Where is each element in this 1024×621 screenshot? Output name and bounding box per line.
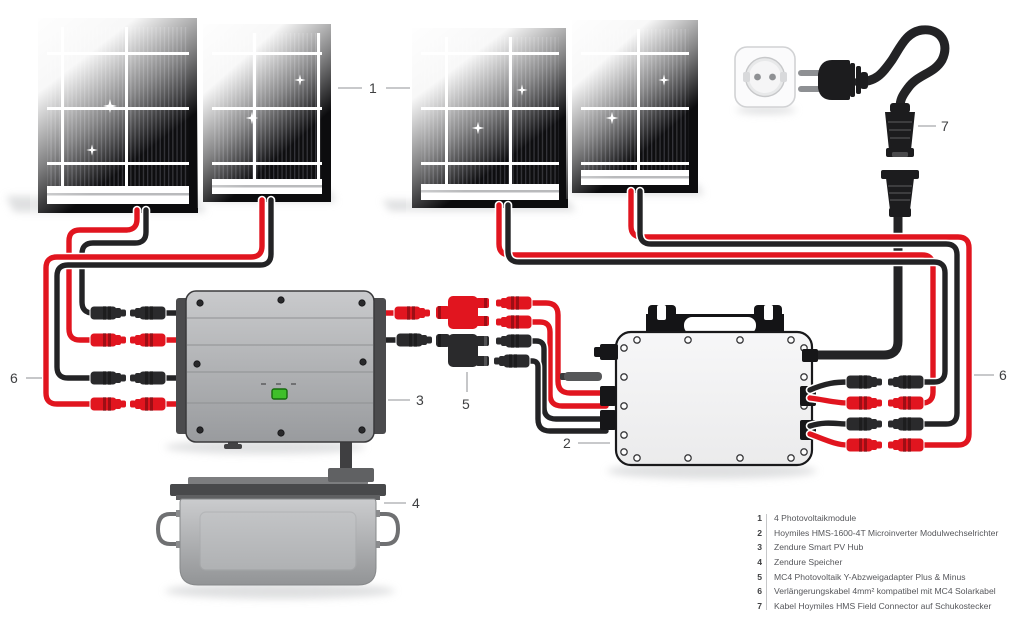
solar-panel-1 xyxy=(30,10,206,218)
legend-item-label: Verlängerungskabel 4mm² kompatibel mit M… xyxy=(774,586,996,597)
mc4-connector-pairs-left xyxy=(89,305,167,412)
mc4-connector xyxy=(495,295,533,311)
legend-row: 6 Verlängerungskabel 4mm² kompatibel mit… xyxy=(752,584,1018,599)
dc-cables-left xyxy=(41,195,276,409)
mc4-connector xyxy=(845,374,883,390)
mc4-connector xyxy=(89,396,127,412)
legend-item-number: 3 xyxy=(757,542,762,553)
callout-6-right: 6 xyxy=(999,367,1007,383)
mc4-connector xyxy=(495,314,533,330)
legend-row: 5 MC4 Photovoltaik Y-Abzweigadapter Plus… xyxy=(752,569,1018,584)
battery xyxy=(155,477,401,586)
legend-item-number: 1 xyxy=(757,513,762,524)
legend-item-number: 4 xyxy=(757,557,762,568)
mc4-connector xyxy=(495,333,533,349)
y-adapter-black xyxy=(436,334,489,367)
mc4-connector xyxy=(887,374,925,390)
pv-array-right xyxy=(406,14,704,214)
plug-pin xyxy=(798,70,824,76)
mc4-connector xyxy=(129,305,167,321)
ac-port xyxy=(802,349,818,362)
microinverter xyxy=(560,305,818,467)
legend-row: 3 Zendure Smart PV Hub xyxy=(752,540,1018,555)
legend-separator xyxy=(766,514,767,611)
plug-pin xyxy=(798,86,824,92)
mc4-connector xyxy=(129,370,167,386)
legend-row: 1 4 Photovoltaikmodule xyxy=(752,511,1018,526)
legend-row: 7 Kabel Hoymiles HMS Field Connector auf… xyxy=(752,599,1018,614)
mc4-connector xyxy=(493,353,531,369)
y-adapter-red xyxy=(436,296,489,329)
mc4-connector xyxy=(89,332,127,348)
legend-item-label: Hoymiles HMS-1600-4T Microinverter Modul… xyxy=(774,527,999,538)
plug-cable-loop xyxy=(851,23,952,115)
dc-cables-right xyxy=(494,186,974,450)
status-led xyxy=(271,388,288,400)
antenna-stub xyxy=(564,372,602,381)
legend-item-number: 5 xyxy=(757,571,762,582)
mc4-connector xyxy=(89,305,127,321)
legend-item-number: 2 xyxy=(757,527,762,538)
inverter-dc-pigtails xyxy=(805,374,925,453)
legend-item-label: MC4 Photovoltaik Y-Abzweigadapter Plus &… xyxy=(774,571,966,582)
legend-item-label: 4 Photovoltaikmodule xyxy=(774,513,857,524)
field-connector xyxy=(881,103,919,217)
legend-row: 2 Hoymiles HMS-1600-4T Microinverter Mod… xyxy=(752,526,1018,541)
hub-to-inverter-cables xyxy=(377,298,611,436)
mc4-connector xyxy=(845,416,883,432)
y-adapter-mating-connectors xyxy=(493,295,533,369)
battery-lid xyxy=(170,484,386,496)
smart-pv-hub xyxy=(176,290,386,482)
solar-panel-4 xyxy=(566,14,704,199)
legend: 1 4 Photovoltaikmodule 2 Hoymiles HMS-16… xyxy=(752,511,1018,613)
battery-handle-left xyxy=(155,512,178,546)
inverter-body xyxy=(614,330,814,467)
mc4-connector xyxy=(395,332,433,348)
solar-panel-3 xyxy=(406,22,574,214)
mc4-connector xyxy=(129,396,167,412)
callout-2: 2 xyxy=(563,435,571,451)
wall-socket xyxy=(734,46,796,108)
legend-item-label: Zendure Speicher xyxy=(774,557,843,568)
callout-4: 4 xyxy=(412,495,420,511)
mc4-connector xyxy=(887,416,925,432)
mc4-connector xyxy=(887,437,925,453)
legend-row: 4 Zendure Speicher xyxy=(752,555,1018,570)
mc4-connector xyxy=(393,305,431,321)
legend-item-number: 7 xyxy=(757,600,762,611)
battery-handle-right xyxy=(378,512,401,546)
ac-trunk-cable xyxy=(799,207,905,362)
callout-6-left: 6 xyxy=(10,370,18,386)
mc4-connector xyxy=(129,332,167,348)
mounting-bracket xyxy=(646,305,784,336)
pv-array-left xyxy=(30,10,337,218)
callouts: 1 2 3 4 5 6 6 7 xyxy=(10,80,1007,511)
mc4-connector xyxy=(89,370,127,386)
mc4-connector xyxy=(845,437,883,453)
schuko-plug xyxy=(798,60,868,100)
callout-7: 7 xyxy=(941,118,949,134)
callout-5: 5 xyxy=(462,396,470,412)
socket-hole xyxy=(769,73,776,81)
solar-panel-2 xyxy=(197,18,337,208)
socket-hole xyxy=(754,73,761,81)
callout-3: 3 xyxy=(416,392,424,408)
hub-body xyxy=(185,290,375,443)
legend-item-number: 6 xyxy=(757,586,762,597)
mc4-connector xyxy=(887,395,925,411)
legend-item-label: Kabel Hoymiles HMS Field Connector auf S… xyxy=(774,600,992,611)
hub-output-connectors xyxy=(393,305,433,348)
legend-item-label: Zendure Smart PV Hub xyxy=(774,542,864,553)
mc4-connector xyxy=(845,395,883,411)
callout-1: 1 xyxy=(369,80,377,96)
